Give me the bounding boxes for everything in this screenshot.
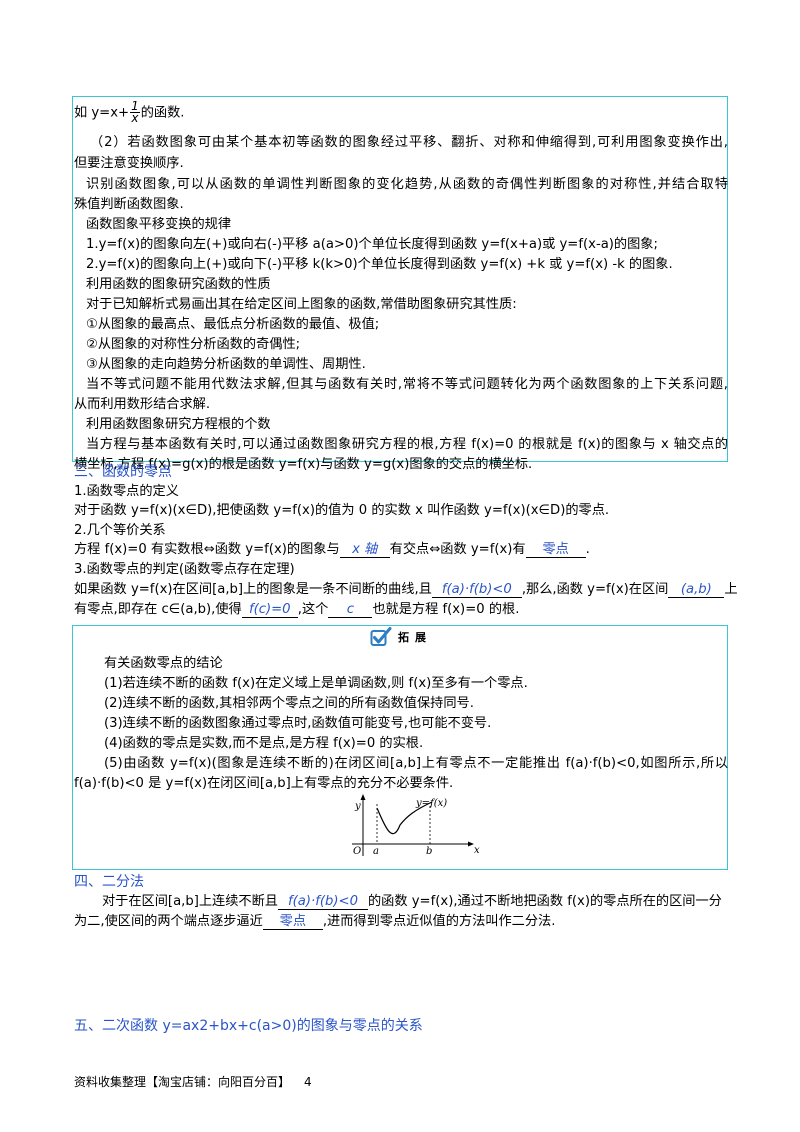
box1-line-2: 但要注意变换顺序. [74, 156, 184, 171]
text: . [585, 542, 590, 557]
box2-item-4: (4)函数的零点是实数,而不是点,是方程 f(x)=0 的实根. [104, 736, 424, 751]
box1-line-9: 对于已知解析式易画出其在给定区间上图象的函数,常借助图象研究其性质: [86, 297, 517, 312]
box2-item-2: (2)连续不断的函数,其相邻两个零点之间的所有函数值保持同号. [104, 696, 474, 711]
extension-box [72, 625, 728, 870]
box1-line-16: 当方程与基本函数有关时,可以通过函数图象研究方程的根,方程 f(x)=0 的根就… [86, 437, 728, 452]
text: 的函数. [140, 105, 185, 121]
box1-line-10: ①从图象的最高点、最低点分析函数的最值、极值; [86, 317, 380, 332]
content-box-graph-methods [72, 96, 728, 462]
box1-line-3: 识别函数图象,可以从函数的单调性判断图象的变化趋势,从函数的奇偶性判断图象的对称… [86, 177, 728, 192]
text: 有零点,即存在 c∈(a,b),使得 [74, 602, 242, 617]
fill-blank: (a,b) [668, 582, 725, 598]
box2-item-5b: f(a)·f(b)<0 是 y=f(x)在闭区间[a,b]上有零点的充分不必要条… [74, 776, 454, 791]
fill-blank: f(a)·f(b)<0 [278, 894, 368, 910]
b-label: b [426, 846, 432, 857]
text: 对于在区间[a,b]上连续不断且 [102, 894, 278, 909]
box1-line-14: 从而利用数形结合求解. [74, 397, 211, 412]
s3-subheading-2: 2.几个等价关系 [74, 523, 166, 538]
section-4-heading: 四、二分法 [74, 874, 144, 890]
curve-label: y=f(x) [415, 798, 447, 809]
a-label: a [373, 846, 379, 857]
box1-line-6: 1.y=f(x)的图象向左(+)或向右(-)平移 a(a>0)个单位长度得到函数… [86, 237, 658, 252]
x-axis-arrow [468, 841, 474, 847]
s3-subheading-1: 1.函数零点的定义 [74, 484, 179, 499]
box1-line-5: 函数图象平移变换的规律 [86, 217, 232, 232]
page-footer: 资料收集整理【淘宝店铺：向阳百分百】 4 [74, 1073, 312, 1090]
y-axis-label: y [354, 801, 361, 812]
box1-line-17: 横坐标,方程 f(x)=g(x)的根是函数 y=f(x)与函数 y=g(x)图象… [74, 457, 533, 472]
box2-title: 有关函数零点的结论 [104, 656, 223, 671]
fill-blank: 零点 [525, 542, 586, 558]
text: ,那么,函数 y=f(x)在区间 [521, 582, 669, 597]
text: 如果函数 y=f(x)在区间[a,b]上的图象是一条不间断的曲线,且 [74, 582, 432, 597]
x-axis-label: x [474, 845, 480, 856]
fraction-denominator: x [131, 111, 139, 125]
text: 上 [724, 582, 738, 597]
box1-line-15: 利用函数图象研究方程根的个数 [86, 417, 271, 432]
function-curve [376, 801, 433, 835]
box1-line-8: 利用函数的图象研究函数的性质 [86, 277, 271, 292]
text: 也就是方程 f(x)=0 的根. [372, 602, 520, 617]
s3-definition-text: 对于函数 y=f(x)(x∈D),把使函数 y=f(x)的值为 0 的实数 x … [74, 503, 610, 518]
text: 如 y=x+ [74, 105, 130, 121]
text: ,进而得到零点近似值的方法叫作二分法. [322, 914, 556, 929]
badge-label: 拓展 [398, 631, 432, 644]
s3-subheading-3: 3.函数零点的判定(函数零点存在定理) [74, 562, 295, 577]
origin-label: O [353, 846, 361, 857]
s4-line-2: 为二,使区间的两个端点逐步逼近零点,进而得到零点近似值的方法叫作二分法. [74, 913, 555, 931]
checkbox-icon [370, 627, 392, 646]
box2-item-3: (3)连续不断的函数图象通过零点时,函数值可能变号,也可能不变号. [104, 716, 492, 731]
box1-line-7: 2.y=f(x)的图象向上(+)或向下(-)平移 k(k>0)个单位长度得到函数… [86, 257, 673, 272]
section-3-heading: 三、函数的零点 [74, 464, 172, 480]
box1-line-4: 殊值判断函数图象. [74, 197, 184, 212]
section-5-heading: 五、二次函数 y=ax2+bx+c(a>0)的图象与零点的关系 [74, 1018, 423, 1034]
box1-line-1: （2）若函数图象可由某个基本初等函数的图象经过平移、翻折、对称和伸缩得到,可利用… [90, 135, 728, 150]
text: 有交点⇔函数 y=f(x)有 [389, 542, 526, 557]
text: ,这个 [297, 602, 329, 617]
zero-point-graph: y x O a b y=f(x) [352, 794, 480, 857]
fill-blank: x 轴 [339, 542, 390, 558]
fill-blank: f(a)·f(b)<0 [431, 582, 522, 598]
y-axis-arrow [360, 794, 366, 800]
text: 为二,使区间的两个端点逐步逼近 [74, 914, 263, 929]
box2-item-5a: (5)由函数 y=f(x)(图象是连续不断的)在闭区间[a,b]上有零点不一定能… [104, 756, 728, 771]
box1-line-11: ②从图象的对称性分析函数的奇偶性; [86, 337, 301, 352]
fill-blank: f(c)=0 [241, 602, 298, 618]
fill-blank: 零点 [262, 914, 323, 930]
fraction-numerator: 1 [130, 99, 140, 113]
page-number: 4 [304, 1075, 312, 1089]
box1-line-13: 当不等式问题不能用代数法求解,但其与函数有关时,常将不等式问题转化为两个函数图象… [86, 377, 728, 392]
footer-source: 资料收集整理【淘宝店铺：向阳百分百】 [74, 1075, 291, 1089]
text: 方程 f(x)=0 有实数根⇔函数 y=f(x)的图象与 [74, 542, 340, 557]
box2-item-1: (1)若连续不断的函数 f(x)在定义域上是单调函数,则 f(x)至多有一个零点… [104, 676, 528, 691]
extension-badge: 拓展 [370, 627, 432, 647]
fill-blank: c [328, 602, 373, 618]
box1-line-12: ③从图象的走向趋势分析函数的单调性、周期性. [86, 357, 366, 372]
text: 的函数 y=f(x),通过不断地把函数 f(x)的零点所在的区间一分 [368, 894, 722, 909]
